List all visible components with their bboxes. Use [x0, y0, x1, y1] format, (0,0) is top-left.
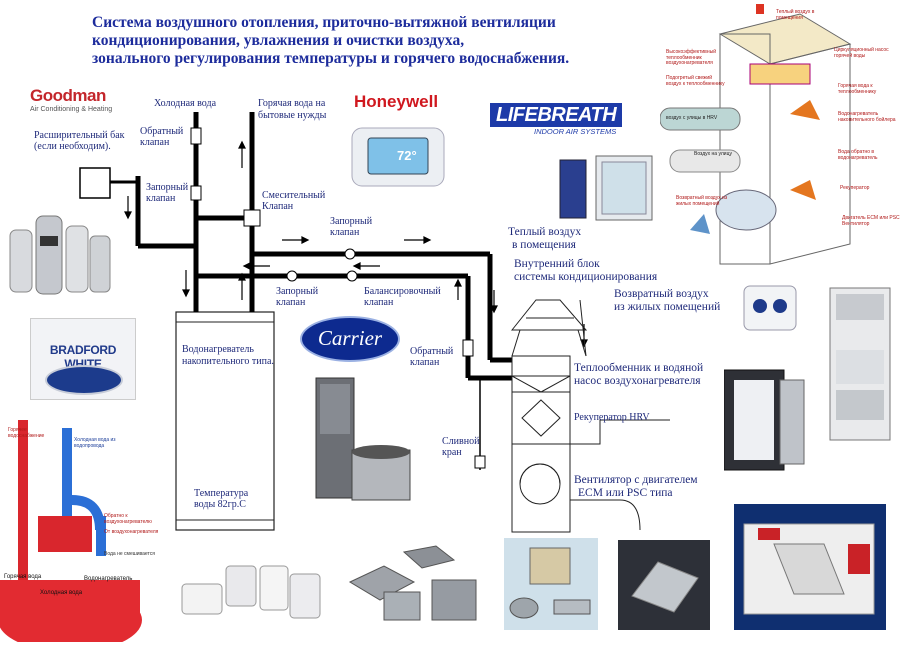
return-air-label-1: Возвратный воздух	[614, 288, 709, 300]
humidistat-image	[743, 285, 797, 331]
tank-heater-label: Водонагреватель	[84, 576, 133, 582]
expansion-tank-label-2: (если необходим).	[34, 141, 111, 152]
warm-air-label-2: в помещения	[512, 239, 576, 251]
shutoff-top-label-2: клапан	[330, 227, 360, 238]
warm-air-label-1: Теплый воздух	[508, 226, 582, 238]
ahu-storage-boiler-label: Водонагреватель накопительного бойлера	[838, 111, 896, 123]
goodman-logo-sub: Air Conditioning & Heating	[30, 106, 113, 113]
carrier-logo: Carrier	[300, 316, 400, 362]
check-valve-symbol	[190, 127, 202, 145]
thermostats-image	[181, 565, 321, 619]
lifebreath-logo-sub: INDOOR AIR SYSTEMS	[534, 127, 617, 136]
ahu-outside-label: Воздух на улицу	[694, 151, 732, 157]
lifebreath-unit-image	[559, 155, 653, 221]
drain-valve-label-2: кран	[442, 447, 462, 458]
thermostat-reading: 72°	[397, 148, 417, 163]
check-valve-label-2: клапан	[140, 137, 170, 148]
ahu-return-label: Возвратный воздух из жилых помещений	[676, 195, 728, 207]
ahu-recuperator-label: Рекуператор	[840, 185, 870, 191]
expansion-tank-label-1: Расширительный бак	[34, 130, 125, 141]
tank-hot-water-label: Горячая вода	[4, 574, 42, 580]
ahu-cutaway-diagram	[660, 4, 852, 265]
fan-label-2: ECM или PSC типа	[578, 487, 673, 499]
lifebreath-logo: LIFEBREATH INDOOR AIR SYSTEMS	[490, 103, 635, 138]
water-temp-label-1: Температура	[194, 488, 249, 499]
page-title: Система воздушного отопления, приточно-в…	[92, 14, 652, 68]
heat-exchanger-label-2: насос воздухонагревателя	[574, 375, 701, 387]
water-heaters-image	[9, 215, 111, 295]
cold-water-label: Холодная вода	[154, 98, 217, 109]
return-air-label-2: из жилых помещений	[614, 301, 721, 313]
hrv-label: Рекуператор HRV	[574, 412, 650, 423]
title-line-2: кондиционирования, увлажнения и очистки …	[92, 32, 465, 49]
expansion-tank	[79, 167, 111, 199]
ahu-to-hrv-label: воздух с улицы в HRV	[666, 115, 718, 121]
damper-image	[618, 540, 710, 630]
goodman-logo-text: Goodman	[30, 86, 106, 105]
tank-no-mix-label: Вода не смешивается	[104, 551, 155, 557]
tank-cutaway-diagram	[0, 420, 142, 642]
water-heater-tank	[175, 311, 275, 531]
ahu-motor-label: Двигатель ECM или PSC Вентилятор	[842, 215, 900, 227]
indoor-unit-label-1: Внутренний блок	[514, 258, 600, 270]
title-line-1: Система воздушного отопления, приточно-в…	[92, 14, 556, 31]
ahu-warm-air-label: Теплый воздух в помещения	[776, 9, 815, 21]
tank-return-label-1: Обратно к воздухонагревателю	[104, 513, 152, 525]
lifebreath-logo-text: LIFEBREATH	[490, 103, 623, 127]
honeywell-logo: Honeywell	[354, 92, 439, 111]
honeywell-thermostat-image	[351, 127, 445, 187]
hot-water-label-2: бытовые нужды	[258, 110, 327, 121]
indoor-unit-label-2: системы кондиционирования	[514, 271, 658, 283]
ahu-water-back-label: Вода обратно в водонагреватель	[838, 149, 878, 161]
balancing-valve-label-1: Балансировочный	[364, 286, 441, 297]
shutoff-bottom-label-1: Запорный	[276, 286, 319, 297]
shutoff-top-label-1: Запорный	[330, 216, 373, 227]
bradford-white-logo: BRADFORD WHITE CORPORATION	[30, 318, 136, 400]
hydro-badge-icon	[45, 365, 123, 395]
water-heater-label-1: Водонагреватель	[182, 344, 254, 355]
ahu-pump-label: Циркуляционный насос горячей воды	[834, 47, 889, 59]
hrv-unit-image	[734, 504, 886, 630]
ahu-exchanger-label: Высокоэффективный теплообменник воздухон…	[666, 49, 716, 66]
mixing-valve-label-1: Смесительный	[262, 190, 326, 201]
air-cleaner-image	[724, 369, 805, 471]
ahu-hot-to-exchanger-label: Горячая вода к теплообменнику	[838, 83, 877, 95]
shutoff-valve-label-1: Запорный	[146, 182, 189, 193]
ahu-fresh-air-label: Подогретый свежий воздух к теплообменник…	[666, 75, 725, 87]
furnace-and-condenser-image	[315, 377, 411, 501]
check-valve-label-1: Обратный	[140, 126, 184, 137]
title-line-3: зонального регулирования температуры и г…	[92, 50, 570, 67]
check-valve-right-label-2: клапан	[410, 357, 440, 368]
control-board-image	[504, 538, 598, 630]
shutoff-bottom-label-2: клапан	[276, 297, 306, 308]
coils-image	[348, 545, 477, 621]
tank-hot-supply-label: Горячее водоснабжение	[8, 427, 45, 439]
goodman-logo: Goodman Air Conditioning & Heating	[30, 86, 112, 113]
flow-arrows	[124, 140, 588, 348]
fan-label-1: Вентилятор с двигателем	[574, 474, 698, 486]
air-handler-cabinet-image	[829, 287, 891, 441]
tank-cold-supply-label: Холодная вода из водопровода	[74, 437, 116, 449]
water-temp-label-2: воды 82гр.С	[194, 499, 246, 510]
shutoff-valve-symbol	[344, 248, 356, 260]
air-handler-schematic	[510, 299, 670, 533]
shutoff-valve-label-2: клапан	[146, 193, 176, 204]
heat-exchanger-label-1: Теплообменник и водяной	[574, 362, 704, 374]
tank-return-label-2: От воздухонагревателя	[104, 529, 159, 535]
hot-water-label-1: Горячая вода на	[258, 98, 326, 109]
tank-cold-water-label: Холодная вода	[40, 590, 83, 596]
water-heater-label-2: накопительного типа.	[182, 356, 274, 367]
balancing-valve-label-2: клапан	[364, 297, 394, 308]
check-valve-right-label-1: Обратный	[410, 346, 454, 357]
mixing-valve-label-2: Клапан	[262, 201, 294, 212]
drain-valve-label-1: Сливной	[442, 436, 480, 447]
